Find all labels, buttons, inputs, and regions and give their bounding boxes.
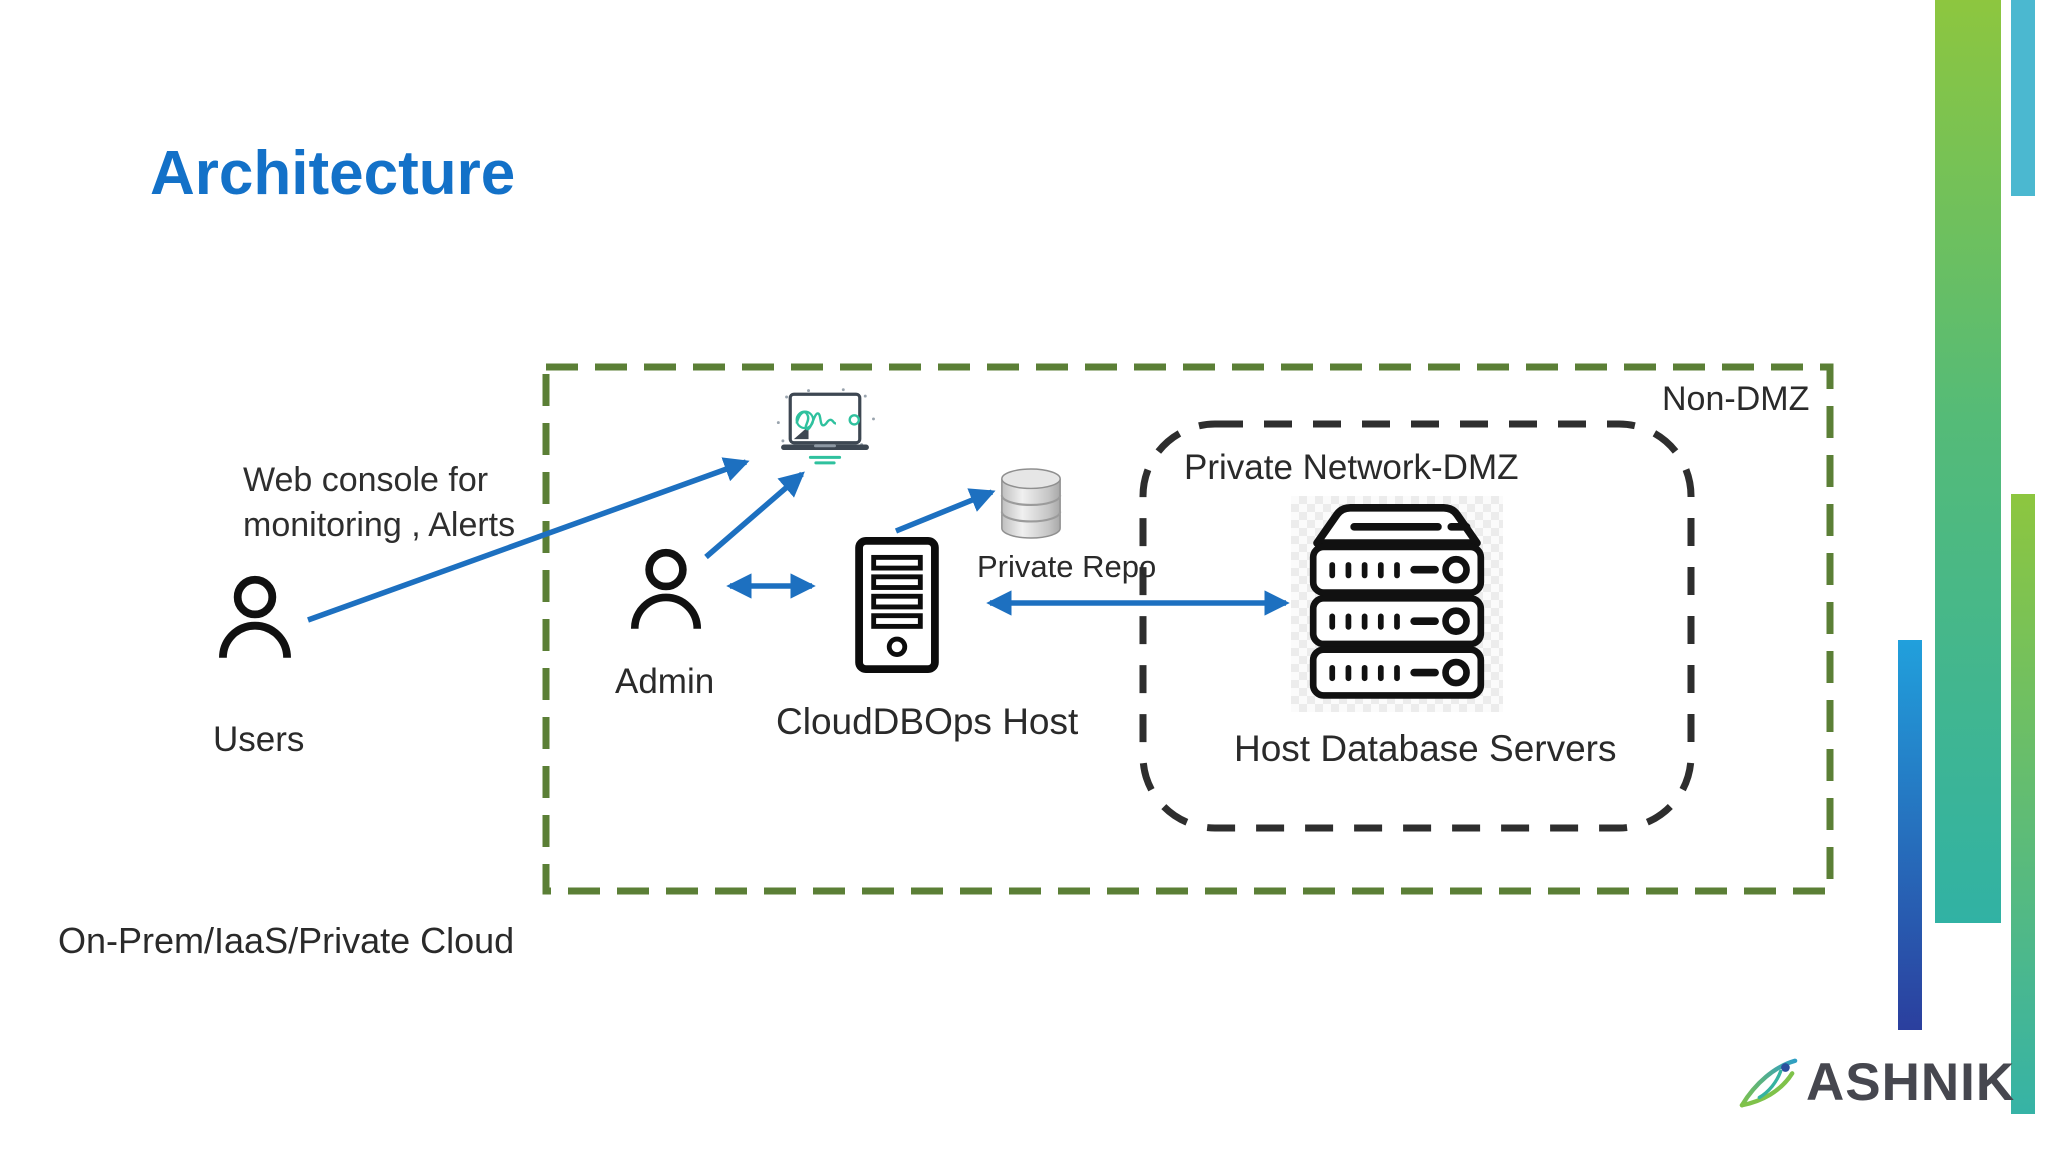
arrow-users-to-console — [307, 457, 750, 623]
database-cylinder-icon — [1000, 468, 1062, 539]
private-network-dmz-zone-border — [1139, 420, 1695, 832]
laptop-monitoring-icon — [776, 388, 875, 465]
ashnik-logo: ASHNIK — [1738, 1052, 2015, 1113]
non-dmz-zone-border — [542, 363, 1834, 895]
ashnik-logo-text: ASHNIK — [1806, 1053, 2016, 1112]
user-icon — [630, 548, 702, 629]
private-repo-label: Private Repo — [977, 549, 1157, 584]
web-console-note: Web console for monitoring , Alerts — [243, 458, 515, 548]
clouddbops-host-label: CloudDBOps Host — [776, 701, 1079, 742]
page-title: Architecture — [150, 139, 516, 208]
arrow-admin-to-console — [704, 471, 805, 560]
ashnik-swoosh-icon — [1739, 1058, 1798, 1107]
accent-bar-green — [2011, 494, 2035, 1114]
non-dmz-label: Non-DMZ — [1662, 380, 1810, 418]
server-tower-icon — [855, 536, 939, 674]
private-network-dmz-label: Private Network-DMZ — [1184, 448, 1519, 487]
web-console-note-line1: Web console for — [243, 461, 489, 499]
environment-label: On-Prem/IaaS/Private Cloud — [58, 920, 515, 961]
accent-bar-cyan — [2011, 0, 2035, 196]
accent-bar-gradient — [1935, 0, 2001, 923]
accent-bar-blue — [1898, 640, 1922, 1030]
host-database-servers-label: Host Database Servers — [1234, 728, 1617, 769]
admin-label: Admin — [615, 662, 715, 701]
user-icon — [219, 575, 291, 658]
web-console-note-line2: monitoring , Alerts — [243, 506, 516, 544]
arrow-host-to-repo — [894, 488, 996, 534]
server-rack-icon — [1309, 504, 1485, 699]
users-label: Users — [213, 720, 305, 759]
